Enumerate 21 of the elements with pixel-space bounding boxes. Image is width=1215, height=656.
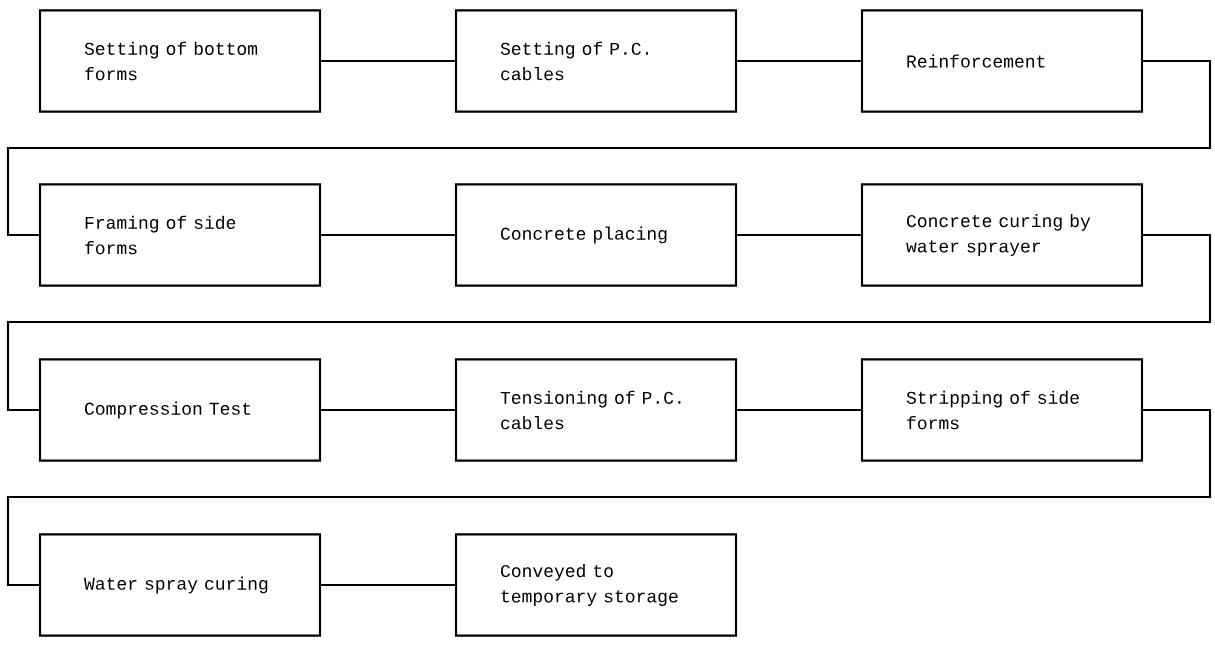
connector-line: [321, 59, 455, 63]
connector-line: [321, 408, 455, 412]
process-box: Framing of side forms: [38, 183, 322, 287]
process-box: Concrete placing: [454, 183, 738, 287]
connector-line: [737, 59, 861, 63]
process-box: Tensioning of P.C. cables: [454, 358, 738, 462]
connector-line: [6, 233, 1212, 412]
process-box: Setting of bottom forms: [38, 9, 322, 113]
connector-line: [737, 408, 861, 412]
connector-line: [321, 233, 455, 237]
connector-line: [6, 408, 1212, 587]
connector-line: [6, 59, 1212, 237]
process-box: Conveyed to temporary storage: [454, 533, 738, 637]
process-box: Setting of P.C. cables: [454, 9, 738, 113]
process-box: Concrete curing by water sprayer: [860, 183, 1144, 287]
connector-line: [321, 583, 455, 587]
process-box: Stripping of side forms: [860, 358, 1144, 462]
connector-line: [737, 233, 861, 237]
process-box: Water spray curing: [38, 533, 322, 637]
process-box: Compression Test: [38, 358, 322, 462]
process-box: Reinforcement: [860, 9, 1144, 113]
